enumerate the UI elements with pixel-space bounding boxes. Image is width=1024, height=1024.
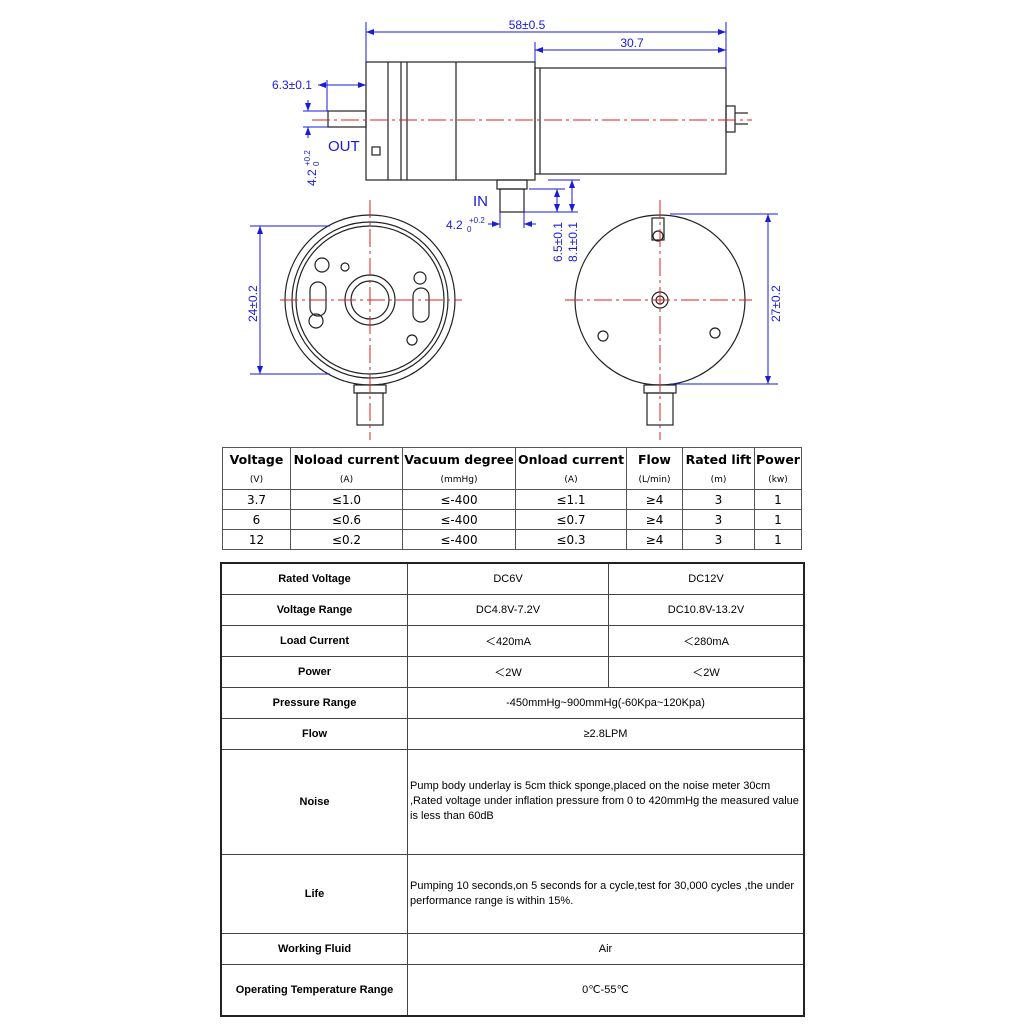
spec-label: Life bbox=[220, 853, 408, 934]
cell: ≤0.6 bbox=[290, 509, 403, 530]
col-unit: (m) bbox=[682, 470, 755, 490]
col-unit: (V) bbox=[222, 470, 291, 490]
specification-table: Rated Voltage DC6V DC12V Voltage Range D… bbox=[220, 562, 805, 1017]
spec-row-working-fluid: Working Fluid Air bbox=[220, 932, 805, 965]
col-header: Voltage bbox=[222, 447, 291, 470]
dim-total-length: 58±0.5 bbox=[509, 18, 546, 32]
spec-row-power: Power ＜2W ＜2W bbox=[220, 655, 805, 688]
svg-text:4.2: 4.2 bbox=[446, 218, 463, 232]
label-in: IN bbox=[473, 193, 488, 210]
spec-value: DC10.8V-13.2V bbox=[608, 593, 805, 626]
spec-label: Operating Temperature Range bbox=[220, 963, 408, 1017]
svg-text:0: 0 bbox=[467, 225, 472, 234]
svg-text:+0.2: +0.2 bbox=[303, 150, 312, 166]
side-view bbox=[327, 61, 748, 213]
cell: 12 bbox=[222, 529, 291, 550]
col-header: Onload current bbox=[515, 447, 627, 470]
spec-value: DC4.8V-7.2V bbox=[407, 593, 609, 626]
spec-value: 0℃-55℃ bbox=[407, 963, 805, 1017]
cell: 1 bbox=[754, 489, 802, 510]
col-unit: (L/min) bbox=[626, 470, 683, 490]
spec-label: Pressure Range bbox=[220, 686, 408, 719]
spec-value: ≥2.8LPM bbox=[407, 717, 805, 750]
spec-value: ＜280mA bbox=[608, 624, 805, 657]
cell: ≤1.1 bbox=[515, 489, 627, 510]
voltage-performance-table: Voltage Noload current Vacuum degree Onl… bbox=[222, 447, 802, 550]
col-unit: (A) bbox=[290, 470, 403, 490]
spec-label: Power bbox=[220, 655, 408, 688]
dim-inlet-diameter: 4.2 +0.2 0 bbox=[446, 216, 485, 234]
dim-inlet-len1: 6.5±0.1 bbox=[551, 222, 565, 262]
pump-technical-drawing: 58±0.5 30.7 6.3±0.1 4.2 +0.2 0 OUT IN 4.… bbox=[246, 18, 783, 440]
spec-value: Pumping 10 seconds,on 5 seconds for a cy… bbox=[407, 853, 805, 934]
svg-text:0: 0 bbox=[312, 161, 321, 166]
cell: 1 bbox=[754, 529, 802, 550]
dim-outlet-diameter: 4.2 +0.2 0 bbox=[303, 150, 321, 186]
cell: ≤0.3 bbox=[515, 529, 627, 550]
col-header: Flow bbox=[626, 447, 683, 470]
cell: 1 bbox=[754, 509, 802, 530]
cell: ≤-400 bbox=[402, 529, 516, 550]
cell: ≤1.0 bbox=[290, 489, 403, 510]
spec-label: Load Current bbox=[220, 624, 408, 657]
spec-row-voltage-range: Voltage Range DC4.8V-7.2V DC10.8V-13.2V bbox=[220, 593, 805, 626]
spec-label: Flow bbox=[220, 717, 408, 750]
spec-row-noise: Noise Pump body underlay is 5cm thick sp… bbox=[220, 748, 805, 855]
side-dimensions bbox=[303, 22, 727, 228]
dim-pump-diameter: 24±0.2 bbox=[246, 285, 260, 322]
spec-value: -450mmHg~900mmHg(-60Kpa~120Kpa) bbox=[407, 686, 805, 719]
spec-value: Air bbox=[407, 932, 805, 965]
col-header: Power bbox=[754, 447, 802, 470]
cell: 3.7 bbox=[222, 489, 291, 510]
svg-text:+0.2: +0.2 bbox=[469, 216, 485, 225]
cell: 3 bbox=[682, 529, 755, 550]
spec-label: Noise bbox=[220, 748, 408, 855]
spec-value: DC12V bbox=[608, 562, 805, 595]
col-unit: (kw) bbox=[754, 470, 802, 490]
cell: ≤-400 bbox=[402, 509, 516, 530]
spec-value: ＜2W bbox=[407, 655, 609, 688]
svg-text:4.2: 4.2 bbox=[305, 169, 319, 186]
col-unit: (mmHg) bbox=[402, 470, 516, 490]
cell: 6 bbox=[222, 509, 291, 530]
spec-row-pressure-range: Pressure Range -450mmHg~900mmHg(-60Kpa~1… bbox=[220, 686, 805, 719]
dim-outlet-length: 6.3±0.1 bbox=[272, 78, 312, 92]
cell: ≥4 bbox=[626, 489, 683, 510]
spec-row-flow: Flow ≥2.8LPM bbox=[220, 717, 805, 750]
dim-motor-diameter: 27±0.2 bbox=[769, 285, 783, 322]
label-out: OUT bbox=[328, 138, 360, 155]
spec-row-load-current: Load Current ＜420mA ＜280mA bbox=[220, 624, 805, 657]
spec-value: ＜420mA bbox=[407, 624, 609, 657]
spec-row-life: Life Pumping 10 seconds,on 5 seconds for… bbox=[220, 853, 805, 934]
spec-value: ＜2W bbox=[608, 655, 805, 688]
col-unit: (A) bbox=[515, 470, 627, 490]
spec-label: Voltage Range bbox=[220, 593, 408, 626]
cell: ≤0.7 bbox=[515, 509, 627, 530]
cell: ≤-400 bbox=[402, 489, 516, 510]
col-header: Rated lift bbox=[682, 447, 755, 470]
cell: ≤0.2 bbox=[290, 529, 403, 550]
cell: 3 bbox=[682, 509, 755, 530]
spec-value: Pump body underlay is 5cm thick sponge,p… bbox=[407, 748, 805, 855]
spec-label: Working Fluid bbox=[220, 932, 408, 965]
spec-label: Rated Voltage bbox=[220, 562, 408, 595]
dim-inlet-len2: 8.1±0.1 bbox=[566, 222, 580, 262]
spec-value: DC6V bbox=[407, 562, 609, 595]
cell: ≥4 bbox=[626, 529, 683, 550]
spec-row-temperature: Operating Temperature Range 0℃-55℃ bbox=[220, 963, 805, 1017]
cell: 3 bbox=[682, 489, 755, 510]
cell: ≥4 bbox=[626, 509, 683, 530]
dim-motor-length: 30.7 bbox=[620, 36, 644, 50]
col-header: Noload current bbox=[290, 447, 403, 470]
col-header: Vacuum degree bbox=[402, 447, 516, 470]
spec-row-rated-voltage: Rated Voltage DC6V DC12V bbox=[220, 562, 805, 595]
